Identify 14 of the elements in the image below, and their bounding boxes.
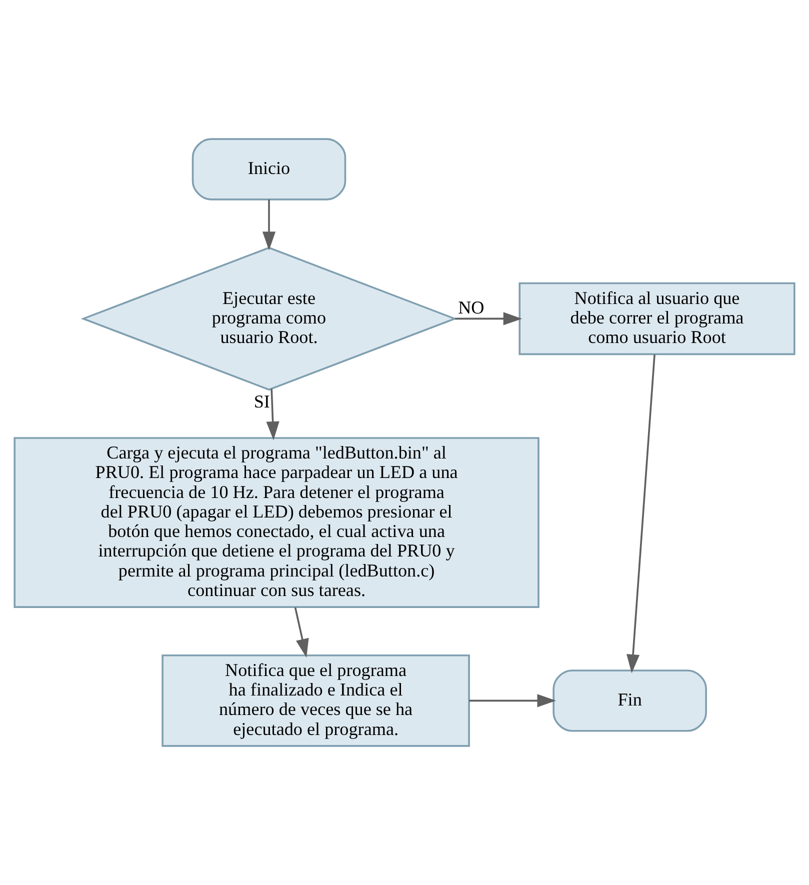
arrow: [266, 388, 280, 440]
node-diamond: Ejecutar este programa como usuario Root.: [80, 246, 458, 391]
arrow: [294, 607, 309, 658]
arrow: [455, 312, 522, 326]
node-box: Carga y ejecuta el programa "ledButton.bin" al PRU0. El programa hace parpadear un LED a una frecuencia de 10 Hz. Para detener el programa del PRU0 (apagar el LED) debemos presionar el botón que hemos conectado, el cual activa una interrupción que detiene el programa del PRU0 y permite al programa principal (ledButton.c) continuar con sus tareas.: [14, 437, 540, 608]
arrow: [262, 200, 276, 250]
node-box: Notifica que el programa ha finalizado e Indica el número de veces que se ha ejecutado el programa.: [162, 654, 470, 747]
edge-label: SI: [254, 391, 270, 412]
arrow: [626, 354, 656, 674]
edge-label: NO: [458, 298, 484, 318]
node-box: Notifica al usuario que debe correr el programa como usuario Root: [518, 282, 796, 356]
arrow: [469, 694, 556, 708]
node-box: Inicio: [192, 138, 346, 200]
node-box: Fin: [552, 670, 707, 732]
